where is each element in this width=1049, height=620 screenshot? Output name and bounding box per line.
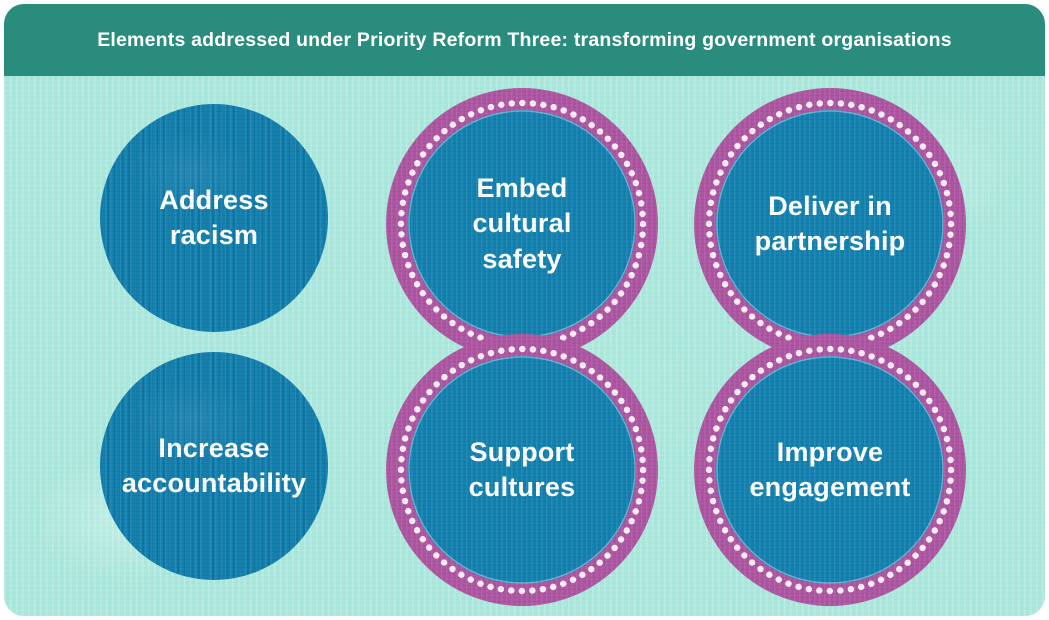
circle-support-cultures: Support cultures [386, 334, 658, 606]
inner-outline [408, 356, 636, 584]
dot-ring-decoration [694, 334, 966, 606]
ring-inner-disc [716, 110, 944, 338]
diagram-area: Address racism Embed cultural safety Del… [4, 76, 1045, 616]
circle-increase-accountability: Increase accountability [100, 352, 328, 580]
ring-inner-disc [716, 356, 944, 584]
dot-ring-decoration [386, 334, 658, 606]
ring-inner-disc [408, 110, 636, 338]
page-title: Elements addressed under Priority Reform… [97, 28, 952, 51]
infographic-card: Elements addressed under Priority Reform… [4, 4, 1045, 616]
dot-ring-decoration [386, 88, 658, 360]
header-bar: Elements addressed under Priority Reform… [4, 4, 1045, 76]
circle-deliver-in-partnership: Deliver in partnership [694, 88, 966, 360]
dot-ring-decoration [694, 88, 966, 360]
circle-address-racism: Address racism [100, 104, 328, 332]
ring-inner-disc [408, 356, 636, 584]
inner-outline [716, 356, 944, 584]
circle-improve-engagement: Improve engagement [694, 334, 966, 606]
circle-disc [100, 104, 328, 332]
circle-disc [100, 352, 328, 580]
white-dots-ring [397, 345, 647, 595]
white-dots-ring [705, 345, 955, 595]
circle-embed-cultural-safety: Embed cultural safety [386, 88, 658, 360]
